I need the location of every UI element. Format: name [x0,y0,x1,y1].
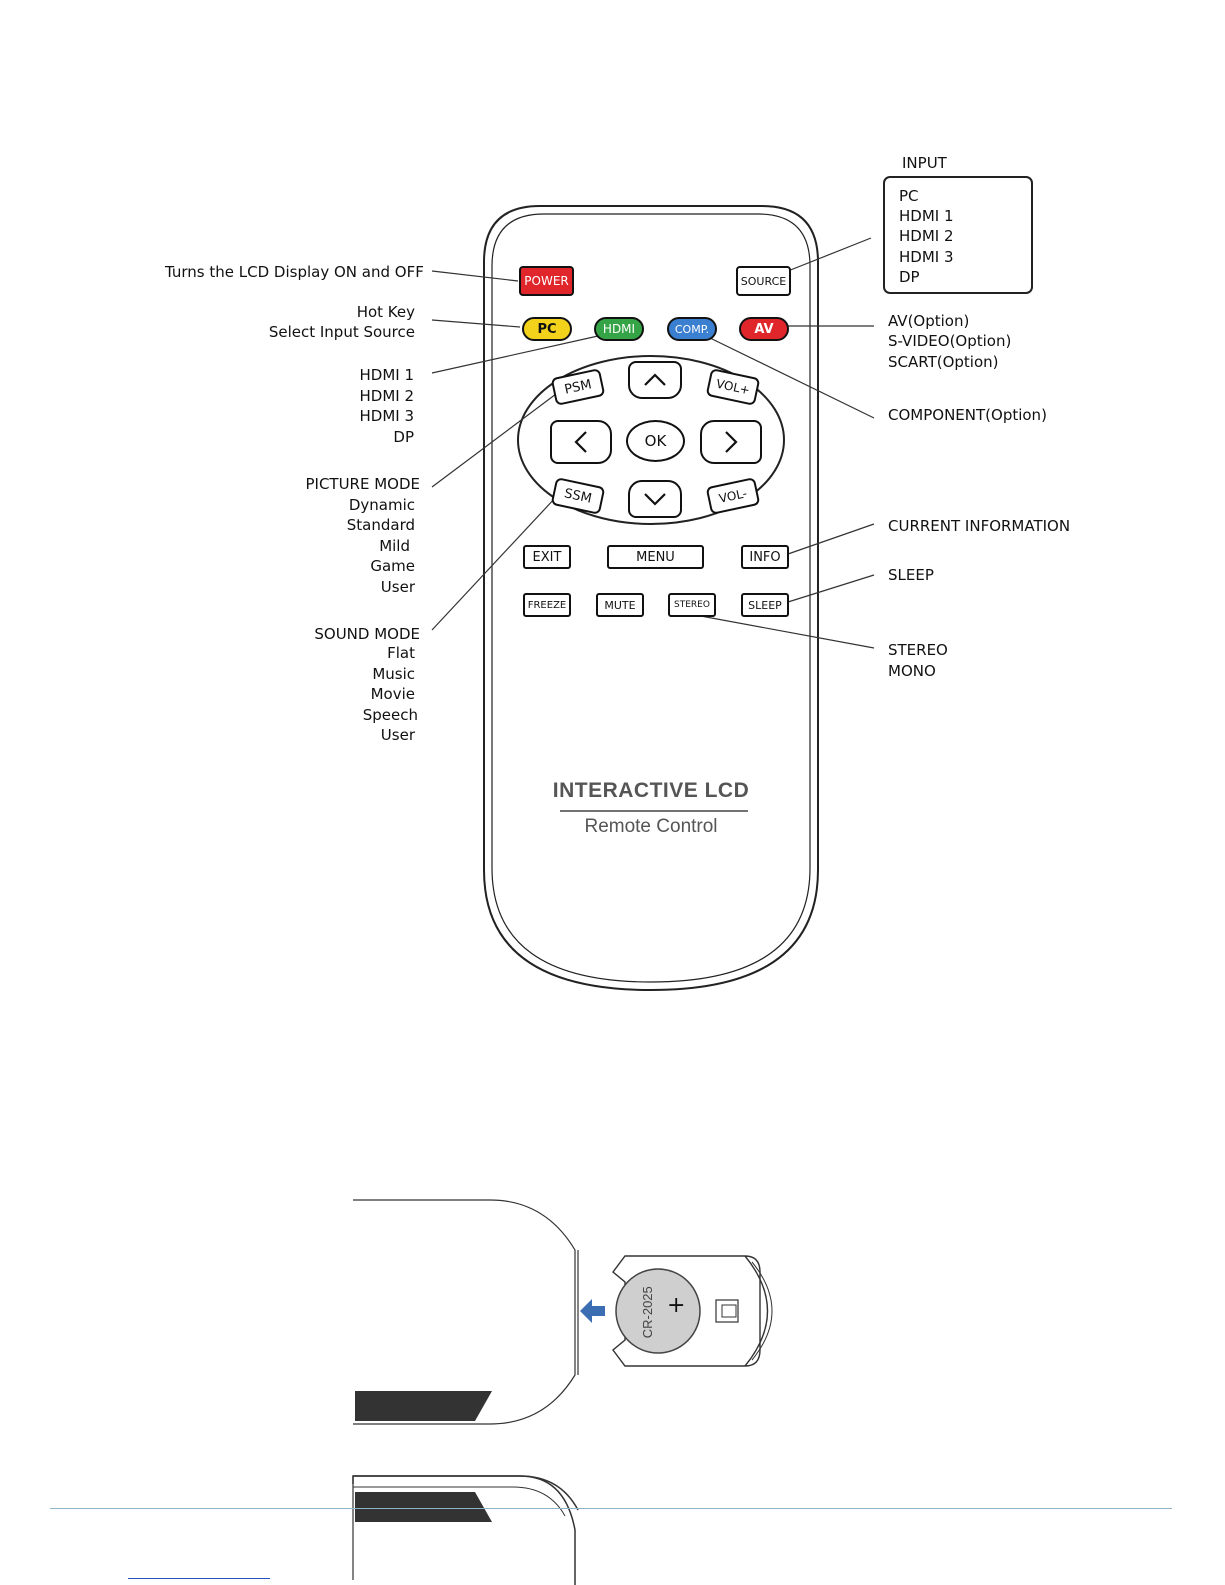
menu-button[interactable]: MENU [607,545,704,569]
input-list-box [883,176,1033,294]
callout-sound-mode-item: Music [372,665,415,683]
callout-hdmi-3: HDMI 3 [359,407,414,425]
grip-hatch-bottom [355,1391,475,1421]
chevron-left-icon [574,431,587,453]
callout-input-item: HDMI 3 [899,248,954,266]
callout-input-item: PC [899,187,919,205]
component-button[interactable]: COMP. [667,317,717,341]
battery-illustration [352,1199,773,1585]
callout-sound-mode-item: User [380,726,415,744]
callout-info: CURRENT INFORMATION [888,517,1071,535]
callout-picture-mode-item: Dynamic [348,496,415,514]
source-button[interactable]: SOURCE [736,266,791,296]
chevron-right-icon [725,431,738,453]
callout-hdmi-2: HDMI 2 [359,387,414,405]
info-button[interactable]: INFO [741,545,789,569]
callout-stereo-1: STEREO [888,641,948,659]
callout-sound-mode-item: Movie [370,685,415,703]
grip-hatch-top [355,1492,475,1522]
sleep-button[interactable]: SLEEP [741,593,789,617]
chevron-down-icon [644,493,666,506]
hdmi-button[interactable]: HDMI [594,317,644,341]
callout-input-title: INPUT [902,154,947,172]
callout-sound-mode-item: Speech [362,706,418,724]
callout-picture-mode-item: Standard [346,516,415,534]
callout-sleep: SLEEP [888,566,934,584]
callout-hdmi-4: DP [393,428,414,446]
brand-title: INTERACTIVE LCD [552,779,750,802]
callout-input-item: HDMI 2 [899,227,954,245]
exit-button[interactable]: EXIT [523,545,571,569]
insert-arrow-icon [580,1299,605,1323]
mute-button[interactable]: MUTE [596,593,644,617]
pc-button[interactable]: PC [522,317,572,341]
leader-lines [431,237,875,649]
footer-rule [50,1508,1172,1509]
callout-component: COMPONENT(Option) [888,406,1047,424]
callout-picture-mode-item: User [380,578,415,596]
dpad-ring [517,355,785,525]
battery-label: CR-2025 [639,1286,655,1339]
left-arrow-button[interactable] [550,420,612,464]
callout-hotkey-2: Select Input Source [268,323,415,341]
callout-sound-mode-title: SOUND MODE [314,625,420,643]
callout-hdmi-1: HDMI 1 [359,366,414,384]
callout-hotkey-1: Hot Key [356,303,415,321]
stereo-button[interactable]: STEREO [668,593,716,617]
up-arrow-button[interactable] [628,361,682,399]
coin-cell [615,1268,701,1354]
callout-picture-mode-title: PICTURE MODE [305,475,420,493]
ok-button[interactable]: OK [626,420,685,462]
callout-stereo-2: MONO [888,662,936,680]
callout-power: Turns the LCD Display ON and OFF [165,263,424,281]
av-button[interactable]: AV [739,317,789,341]
callout-av-1: AV(Option) [888,312,970,330]
brand-subtitle: Remote Control [584,816,718,837]
right-arrow-button[interactable] [700,420,762,464]
power-button[interactable]: POWER [519,266,574,296]
callout-picture-mode-item: Game [370,557,415,575]
callout-av-3: SCART(Option) [888,353,999,371]
down-arrow-button[interactable] [628,480,682,518]
callout-picture-mode-item: Mild [379,537,410,555]
callout-sound-mode-item: Flat [387,644,415,662]
callout-input-item: HDMI 1 [899,207,954,225]
callout-input-item: DP [899,268,920,286]
freeze-button[interactable]: FREEZE [523,593,571,617]
footer-link-underline [128,1578,270,1579]
chevron-up-icon [644,373,666,386]
battery-polarity: + [667,1293,686,1318]
callout-av-2: S-VIDEO(Option) [888,332,1012,350]
